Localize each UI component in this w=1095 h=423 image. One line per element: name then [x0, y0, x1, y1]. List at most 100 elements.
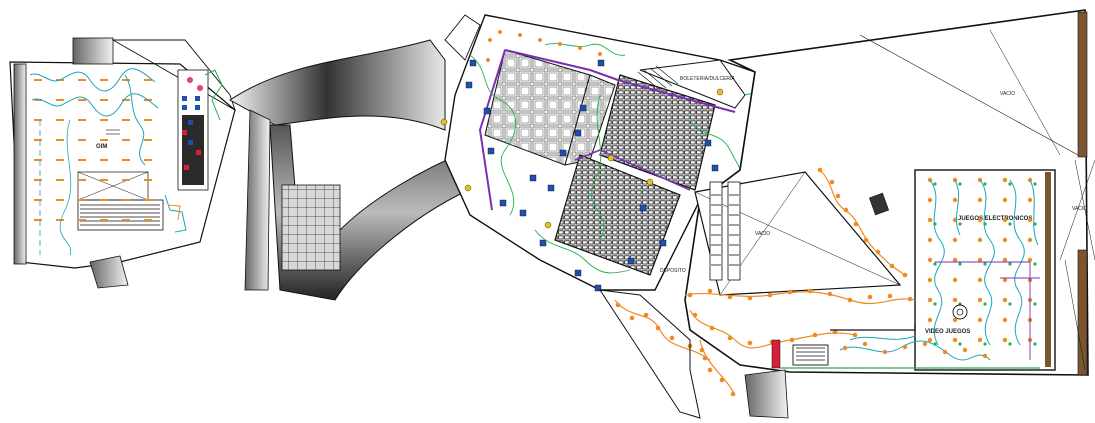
gym-light-fixture — [122, 99, 130, 101]
games-light-fixture — [952, 197, 958, 203]
electronic-games-room — [914, 169, 1056, 371]
gym-light-fixture — [122, 139, 130, 141]
games-outlet — [1008, 302, 1012, 306]
games-outlet — [1033, 182, 1037, 186]
corridor-light-fixture — [719, 377, 725, 383]
corridor-light-fixture — [727, 294, 733, 300]
gym-light-fixture — [144, 79, 152, 81]
gym-light-fixture — [56, 179, 64, 181]
games-light-fixture — [1002, 277, 1008, 283]
gym-light-fixture — [34, 199, 42, 201]
corridor-light-fixture — [707, 288, 713, 294]
gym-light-fixture — [78, 119, 86, 121]
games-outlet — [983, 182, 987, 186]
theatre-seating-a — [599, 74, 716, 191]
storage-label: DEPOSITO — [660, 268, 686, 274]
games-outlet — [983, 302, 987, 306]
games-outlet — [958, 182, 962, 186]
gym-light-fixture — [56, 139, 64, 141]
corridor-light-fixture — [655, 325, 661, 331]
games-light-fixture — [1002, 177, 1008, 183]
corridor-light-fixture — [887, 293, 893, 299]
corridor-light-fixture — [817, 167, 823, 173]
games-light-fixture — [977, 257, 983, 263]
games-outlet — [983, 342, 987, 346]
games-light-fixture — [977, 337, 983, 343]
games-light-fixture — [977, 297, 983, 303]
gym-light-fixture — [122, 199, 130, 201]
gym-light-fixture — [56, 159, 64, 161]
escalator-2 — [727, 181, 741, 281]
gym-south-column — [89, 255, 129, 289]
games-outlet — [1008, 222, 1012, 226]
games-outlet — [933, 182, 937, 186]
corridor-light-fixture — [692, 312, 698, 318]
gym-label: GIM — [96, 144, 107, 150]
games-light-fixture — [977, 277, 983, 283]
games-outlet — [1033, 302, 1037, 306]
gym-light-fixture — [78, 99, 86, 101]
corridor-light-fixture — [902, 272, 908, 278]
gym-light-fixture — [56, 219, 64, 221]
gym-light-fixture — [100, 199, 108, 201]
corridor-light-fixture — [889, 263, 895, 269]
glass-facade-grid — [281, 184, 341, 271]
corridor-light-fixture — [767, 292, 773, 298]
corridor-light-fixture — [907, 296, 913, 302]
video-games-label: VIDEO JUEGOS — [925, 329, 970, 335]
gym-light-fixture — [122, 179, 130, 181]
games-light-fixture — [927, 277, 933, 283]
games-light-fixture — [1027, 257, 1033, 263]
gym-light-fixture — [78, 139, 86, 141]
gym-light-fixture — [34, 79, 42, 81]
south-column — [744, 369, 789, 419]
games-outlet — [1008, 342, 1012, 346]
escalator-1 — [709, 181, 723, 281]
games-light-fixture — [1002, 337, 1008, 343]
games-light-fixture — [1002, 237, 1008, 243]
gym-light-fixture — [34, 139, 42, 141]
games-outlet — [933, 302, 937, 306]
games-light-fixture — [927, 217, 933, 223]
gym-light-fixture — [144, 159, 152, 161]
east-wall-lower — [1077, 249, 1088, 376]
games-light-fixture — [1002, 317, 1008, 323]
games-outlet — [1033, 262, 1037, 266]
gym-light-fixture — [100, 219, 108, 221]
gym-light-fixture — [100, 99, 108, 101]
gym-light-fixture — [144, 119, 152, 121]
games-light-fixture — [1002, 257, 1008, 263]
games-light-fixture — [1027, 197, 1033, 203]
corridor-light-fixture — [847, 297, 853, 303]
corridor-light-fixture — [789, 337, 795, 343]
games-light-fixture — [1002, 297, 1008, 303]
gym-light-fixture — [34, 219, 42, 221]
curved-bridge — [229, 14, 481, 301]
gym-light-fixture — [34, 159, 42, 161]
corridor-light-fixture — [863, 237, 869, 243]
gym-light-fixture — [34, 99, 42, 101]
gym-light-fixture — [100, 159, 108, 161]
corridor-light-fixture — [843, 207, 849, 213]
games-light-fixture — [927, 297, 933, 303]
corridor-lighting — [615, 167, 913, 397]
gym-light-fixture — [78, 199, 86, 201]
games-light-fixture — [977, 317, 983, 323]
void-label-upper: VACIO — [1000, 91, 1015, 97]
games-light-fixture — [927, 237, 933, 243]
lobby-label: BOLETERIA/DULCERIA — [680, 76, 735, 82]
gym-light-fixture — [78, 159, 86, 161]
gym-light-fixture — [34, 119, 42, 121]
corridor-light-fixture — [709, 325, 715, 331]
gym-wing: GIM — [9, 37, 236, 289]
games-light-fixture — [977, 237, 983, 243]
east-wall-upper — [1077, 11, 1088, 158]
games-light-fixture — [1027, 217, 1033, 223]
gym-light-fixture — [100, 119, 108, 121]
gym-light-fixture — [100, 139, 108, 141]
games-light-fixture — [952, 337, 958, 343]
corridor-light-fixture — [747, 340, 753, 346]
corridor-light-fixture — [875, 249, 881, 255]
void-label-east: VACIO — [1072, 206, 1087, 212]
gym-light-fixture — [122, 119, 130, 121]
